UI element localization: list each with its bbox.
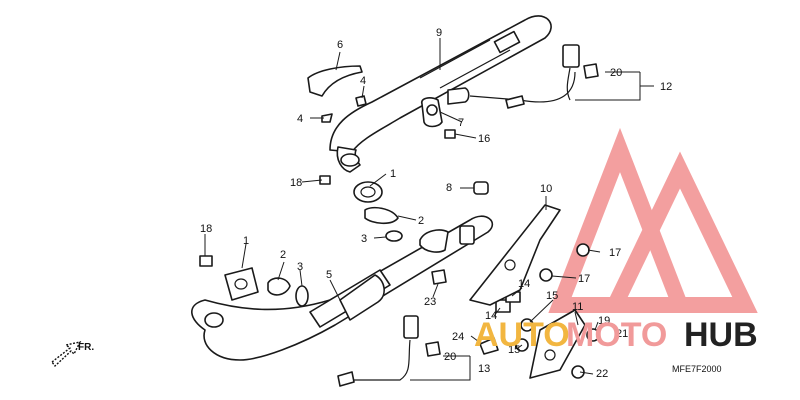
o2-sensor-upper [469, 44, 599, 109]
heat-shield [307, 65, 363, 97]
callout-17: 17 [578, 273, 590, 285]
watermark-text-auto: AUTO [474, 316, 570, 354]
callout-3: 3 [297, 261, 303, 273]
callout-11: 11 [572, 301, 583, 313]
callout-1: 1 [243, 235, 249, 247]
callout-4: 4 [360, 75, 366, 87]
callout-14: 14 [485, 310, 497, 322]
front-arrow: FR. [51, 341, 94, 368]
callout-21: 21 [616, 328, 628, 340]
callout-14: 14 [518, 278, 530, 290]
callout-15: 15 [508, 344, 520, 356]
callout-20: 20 [610, 67, 622, 79]
watermark-logo: AUTO MOTO HUB [474, 316, 758, 354]
callout-22: 22 [596, 368, 608, 380]
lower-muffler [191, 215, 494, 361]
watermark-text-moto: MOTO [566, 316, 667, 354]
callout-3: 3 [361, 233, 367, 245]
watermark-logo-shape [548, 127, 758, 313]
callout-18: 18 [290, 177, 302, 189]
callout-labels: 6 9 4 4 7 16 1 18 8 2 3 10 20 12 17 17 1… [200, 27, 672, 380]
muffler-bracket [431, 204, 600, 379]
callout-2: 2 [280, 249, 286, 261]
callout-5: 5 [326, 269, 332, 281]
callout-4: 4 [297, 113, 303, 125]
callout-6: 6 [337, 39, 343, 51]
callout-23: 23 [424, 296, 436, 308]
callout-13: 13 [478, 363, 490, 375]
callout-16: 16 [478, 133, 490, 145]
callout-2: 2 [418, 215, 424, 227]
callout-15: 15 [546, 290, 558, 302]
upper-small-parts [319, 87, 489, 242]
callout-7: 7 [458, 117, 464, 129]
diagram-code: MFE7F2000 [672, 364, 722, 374]
front-label: FR. [78, 342, 94, 353]
callout-17: 17 [609, 247, 621, 259]
callout-18: 18 [200, 223, 212, 235]
upper-muffler [329, 15, 552, 173]
leader-lines [204, 38, 654, 381]
callout-10: 10 [540, 183, 552, 195]
callout-24: 24 [452, 331, 464, 343]
callout-8: 8 [446, 182, 452, 194]
o2-sensor-lower [337, 315, 441, 387]
callout-12: 12 [660, 81, 672, 93]
callout-19: 19 [598, 315, 610, 327]
watermark-text-hub: HUB [684, 316, 758, 354]
callout-20: 20 [444, 351, 456, 363]
callout-1: 1 [390, 168, 396, 180]
callout-9: 9 [436, 27, 442, 39]
